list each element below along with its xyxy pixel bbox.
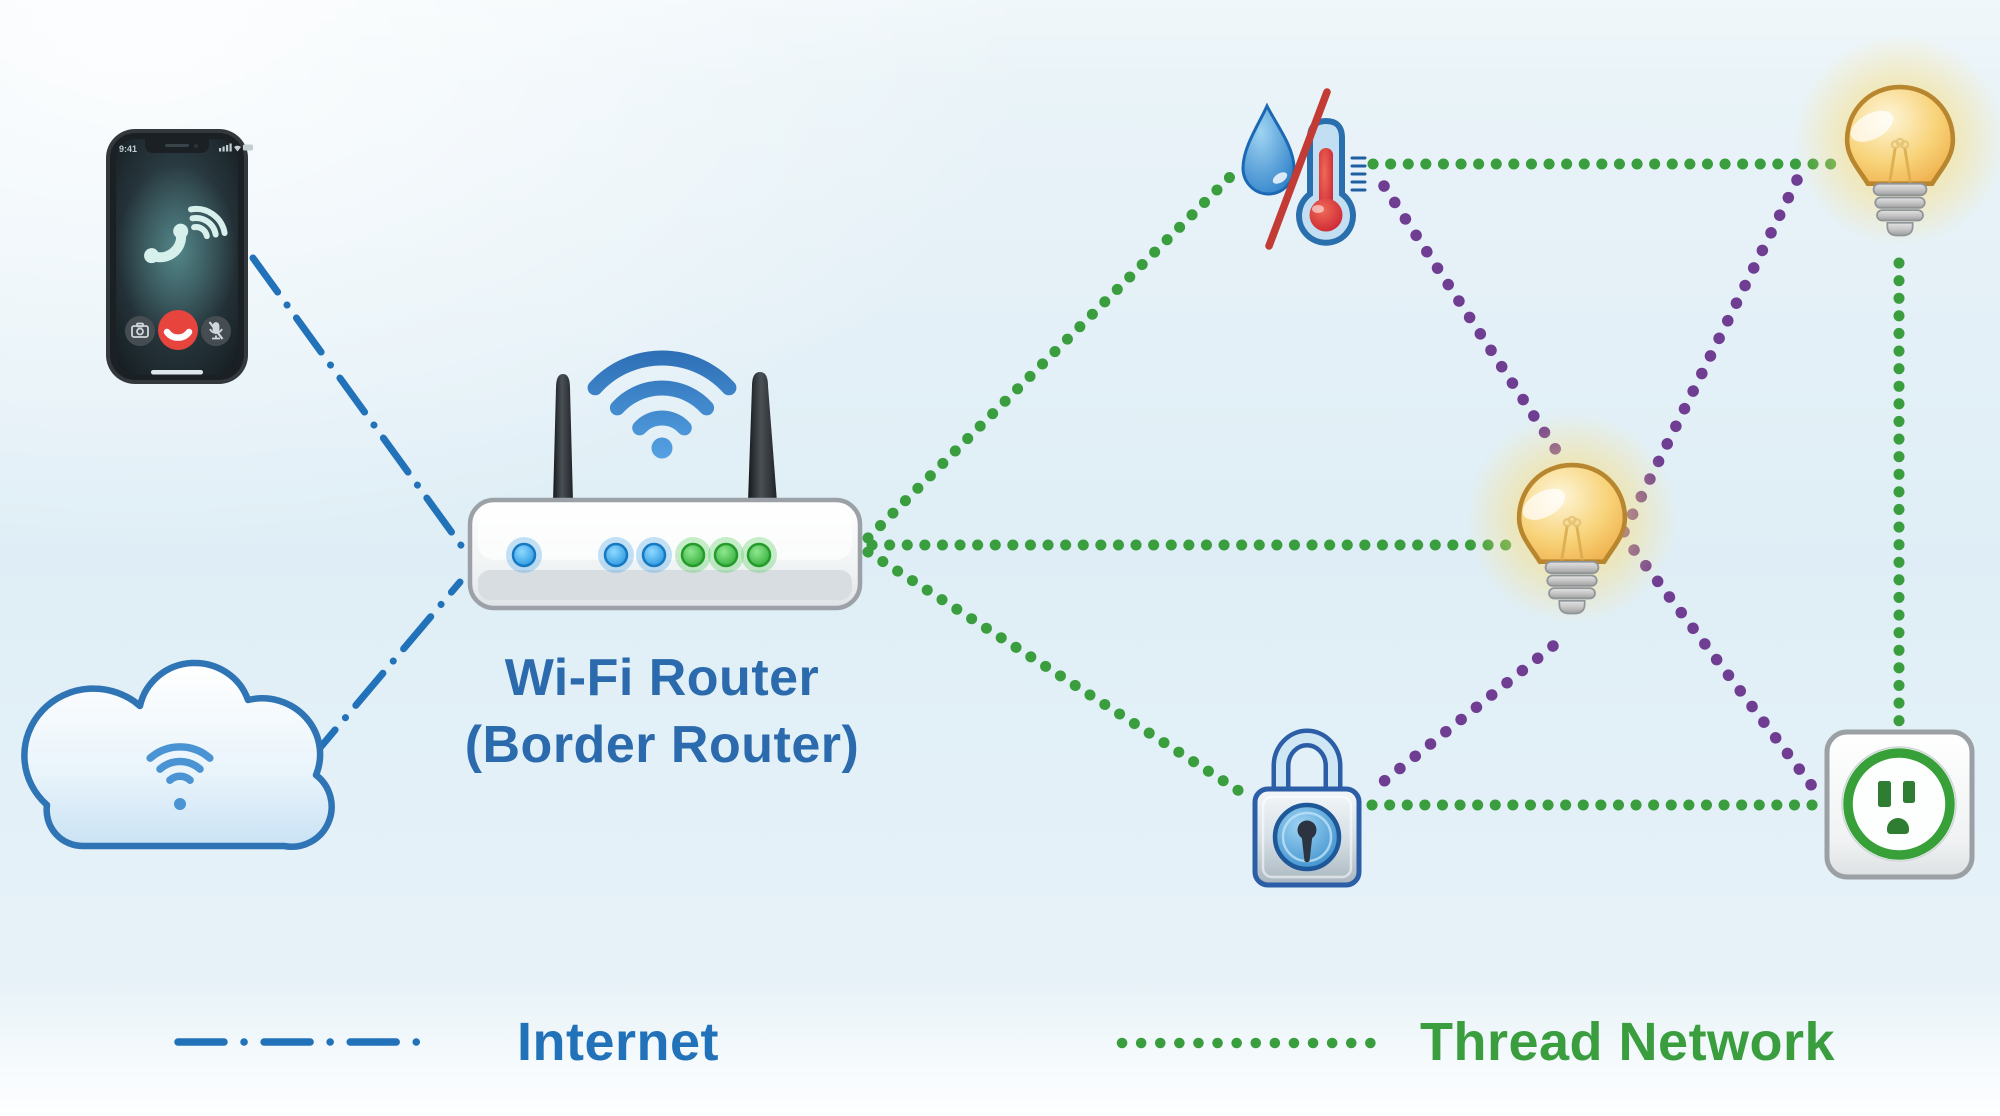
thermometer-bulb: [1309, 198, 1343, 232]
phone-status-time: 9:41: [119, 144, 137, 154]
connections-layer: [249, 158, 1905, 811]
edge-cloud-router: [304, 578, 464, 766]
smartphone-call-icon: 9:41: [106, 129, 253, 384]
wifi-cloud-icon: [21, 659, 335, 850]
padlock-icon: [1252, 728, 1362, 888]
router-wifi-icon: [587, 350, 737, 459]
smart-plug-icon: [1824, 729, 1975, 880]
router-label-line2: (Border Router): [465, 716, 860, 774]
phone-status-icons: [219, 143, 253, 152]
sensor-slash: [1265, 88, 1331, 250]
router-label-line1: Wi-Fi Router: [505, 649, 820, 707]
humidity-droplet: [1241, 102, 1296, 196]
droplet-highlight: [1272, 172, 1288, 184]
call-handset-icon: [144, 223, 189, 264]
plug-ground-hole: [1887, 818, 1909, 834]
lock-shackle-inner: [1276, 733, 1338, 797]
end-call-button[interactable]: [158, 310, 198, 350]
camera-button[interactable]: [125, 316, 155, 346]
lock-bevel: [1261, 795, 1353, 879]
thermometer-ticks: [1350, 156, 1367, 192]
legend-internet-label: Internet: [517, 1012, 719, 1072]
edge-router-sensor: [862, 164, 1243, 544]
router-antenna-left: [553, 374, 573, 502]
humidity-temperature-sensor-icon: [1241, 88, 1367, 250]
phone-speaker: [165, 144, 189, 147]
edge-sensor-bulb-middle: [1378, 180, 1562, 456]
edge-phone-router: [249, 254, 467, 552]
router-leds: [506, 537, 777, 573]
mute-mic-icon: [208, 321, 224, 340]
wifi-router-icon: [467, 350, 863, 611]
phone-camera-dot: [194, 144, 198, 148]
legend: [174, 1037, 1384, 1049]
end-call-handset-icon: [163, 328, 193, 341]
keyhole-stem: [1301, 835, 1313, 863]
camera-icon: [131, 322, 149, 338]
plug-face: [1841, 746, 1957, 862]
call-wave-arcs: [188, 205, 228, 240]
edge-router-lock: [862, 546, 1256, 804]
home-indicator: [151, 370, 203, 375]
router-lip: [478, 570, 852, 600]
cloud-shape: [21, 659, 335, 850]
light-bulb-middle: [1466, 412, 1678, 624]
router-antenna-right: [748, 372, 777, 502]
thermometer-highlight: [1312, 205, 1324, 213]
plug-slot-right: [1903, 781, 1915, 803]
keyhole-top: [1297, 820, 1317, 840]
legend-thread-label: Thread Network: [1420, 1012, 1836, 1072]
cloud-wifi-icon: [146, 743, 214, 810]
light-bulb-top: [1794, 34, 2000, 246]
plug-green-ring: [1843, 748, 1955, 860]
edge-bulb-middle-lock: [1367, 640, 1559, 796]
plug-slot-left: [1878, 781, 1891, 807]
